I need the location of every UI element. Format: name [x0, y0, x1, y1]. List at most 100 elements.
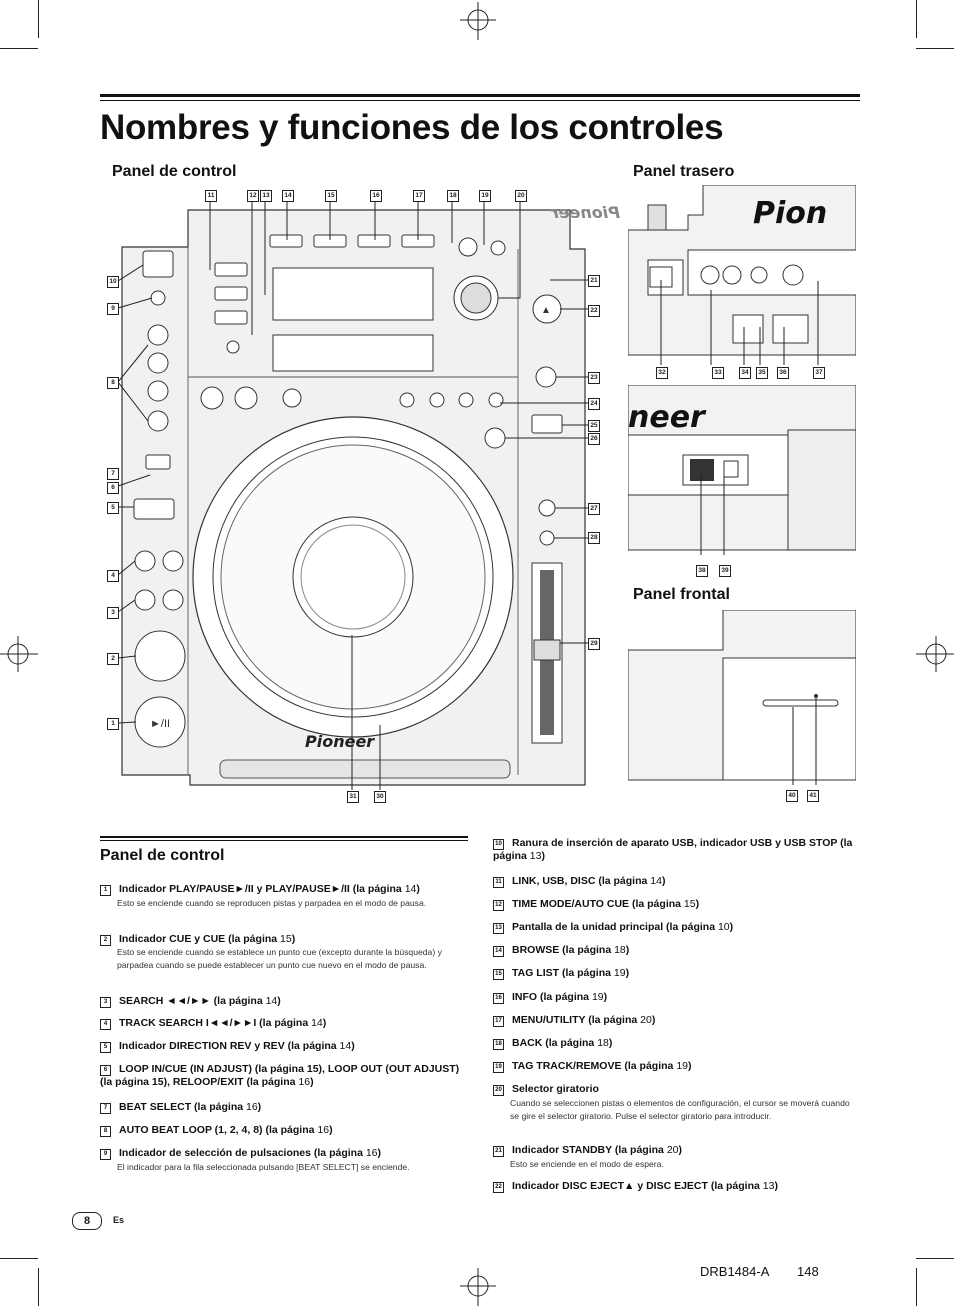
- header-rule: [100, 100, 860, 101]
- svg-text:►/II: ►/II: [150, 718, 170, 730]
- item-page-ref: 20: [640, 1014, 652, 1026]
- item-label-end: ): [695, 898, 700, 910]
- item-label-end: ): [277, 995, 281, 1007]
- item-page-ref: 15: [683, 898, 696, 910]
- callout-1: 1: [107, 718, 119, 730]
- item-description: Esto se enciende cuando se establece un …: [117, 947, 442, 970]
- item-page-ref: 14: [311, 1017, 323, 1029]
- callout-4: 4: [107, 570, 119, 582]
- item-label-end: ): [625, 944, 630, 956]
- callout-22: 22: [588, 305, 600, 317]
- callout-24: 24: [588, 398, 600, 410]
- svg-text:Pioneer: Pioneer: [550, 203, 620, 222]
- callout-37: 37: [813, 367, 825, 379]
- callout-32: 32: [656, 367, 668, 379]
- callout-20: 20: [515, 190, 527, 202]
- svg-text:Pioneer: Pioneer: [305, 732, 375, 751]
- item-label-end: ): [257, 1101, 262, 1113]
- registration-mark: [460, 1268, 496, 1306]
- callout-40: 40: [786, 790, 798, 802]
- item-label-end: ): [416, 883, 420, 895]
- crop-mark: [0, 48, 38, 49]
- callout-19: 19: [479, 190, 491, 202]
- item-label: TAG TRACK/REMOVE (la página: [512, 1060, 677, 1072]
- item-label: Indicador CUE y CUE (la página: [119, 933, 281, 945]
- item-number: 16: [493, 993, 504, 1004]
- item-label-end: ): [310, 1076, 314, 1088]
- item-description: Cuando se seleccionen pistas o elementos…: [510, 1098, 850, 1121]
- item-number: 15: [493, 969, 504, 980]
- item-page-ref: 14: [339, 1040, 352, 1052]
- item-page-ref: 19: [613, 967, 626, 979]
- callout-2: 2: [107, 653, 119, 665]
- callout-39: 39: [719, 565, 731, 577]
- item-number: 5: [100, 1042, 111, 1053]
- item-label: LINK, USB, DISC (la página: [512, 875, 651, 887]
- callout-14: 14: [282, 190, 294, 202]
- callout-25: 25: [588, 420, 600, 432]
- callout-33: 33: [712, 367, 724, 379]
- item-label: INFO (la página: [512, 991, 592, 1003]
- list-rule: [100, 836, 468, 838]
- item-label-end: ): [603, 991, 608, 1003]
- item-label: BEAT SELECT (la página: [119, 1101, 246, 1113]
- item-label-end: ): [688, 1060, 692, 1072]
- callout-31: 31: [347, 791, 359, 803]
- callout-38: 38: [696, 565, 708, 577]
- item-page-ref: 16: [245, 1101, 258, 1113]
- item-label: AUTO BEAT LOOP (1, 2, 4, 8) (la página: [119, 1124, 318, 1136]
- item-number: 18: [493, 1039, 504, 1050]
- registration-mark: [0, 636, 38, 672]
- item-number: 11: [493, 877, 504, 888]
- item-label: Selector giratorio: [512, 1083, 599, 1095]
- item-label-end: ): [661, 875, 666, 887]
- item-number: 8: [100, 1126, 111, 1137]
- callout-7: 7: [107, 468, 119, 480]
- crop-mark: [38, 1268, 39, 1306]
- section-heading-front-panel: Panel frontal: [633, 586, 730, 603]
- item-label: TRACK SEARCH I◄◄/►►I (la página: [119, 1017, 312, 1029]
- item-label: Ranura de inserción de aparato USB, indi…: [493, 837, 853, 862]
- callout-18: 18: [447, 190, 459, 202]
- callout-30: 30: [374, 791, 386, 803]
- item-label: LOOP IN/CUE (IN ADJUST) (la página 15), …: [100, 1063, 460, 1088]
- callout-3: 3: [107, 607, 119, 619]
- crop-mark: [916, 1258, 954, 1259]
- item-number: 2: [100, 935, 111, 946]
- item-description: Esto se enciende cuando se reproducen pi…: [117, 898, 427, 908]
- callout-9: 9: [107, 303, 119, 315]
- page-number-badge: 8: [72, 1212, 102, 1230]
- svg-text:▲: ▲: [541, 305, 551, 316]
- item-page-ref: 16: [365, 1147, 378, 1159]
- item-page-ref: 10: [717, 921, 730, 933]
- item-number: 12: [493, 900, 504, 911]
- callout-16: 16: [370, 190, 382, 202]
- item-label-end: ): [377, 1147, 382, 1159]
- callout-28: 28: [588, 532, 600, 544]
- item-number: 9: [100, 1149, 111, 1160]
- item-label: TIME MODE/AUTO CUE (la página: [512, 898, 684, 910]
- item-page-ref: 16: [317, 1124, 330, 1136]
- section-heading-rear-panel: Panel trasero: [633, 163, 735, 180]
- list-heading: Panel de control: [100, 847, 225, 864]
- callout-34: 34: [739, 367, 751, 379]
- callout-11: 11: [205, 190, 217, 202]
- item-label: Pantalla de la unidad principal (la pági…: [512, 921, 718, 933]
- item-label-end: ): [329, 1124, 333, 1136]
- crop-mark: [916, 0, 917, 38]
- callout-8: 8: [107, 377, 119, 389]
- item-page-ref: 16: [298, 1076, 311, 1088]
- document-page: 148: [797, 1264, 819, 1279]
- svg-text:Pion: Pion: [753, 196, 827, 231]
